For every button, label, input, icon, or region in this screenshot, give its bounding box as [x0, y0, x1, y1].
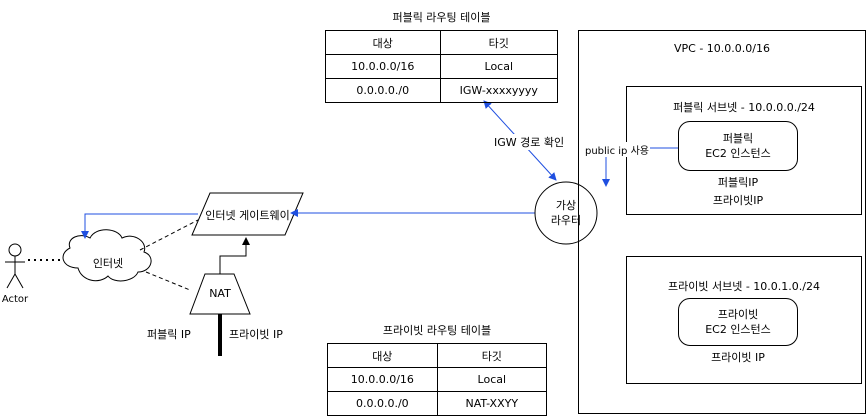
table-cell: 0.0.0.0./0 [327, 391, 438, 416]
vpc-container [578, 30, 866, 414]
internet-cloud [62, 229, 152, 282]
instance-label-line2: EC2 인스턴스 [705, 147, 771, 160]
table-header-cell: 대상 [325, 30, 441, 55]
private-route-table-title: 프라이빗 라우팅 테이블 [382, 324, 492, 337]
nat-public-ip-label: 퍼블릭 IP [147, 328, 191, 341]
router-label-line2: 라우터 [550, 214, 582, 227]
table-cell: 10.0.0.0/16 [327, 367, 438, 392]
router-label: 가상 라우터 [536, 198, 596, 228]
virtual-router [534, 181, 598, 245]
internet-nat-link [145, 271, 191, 291]
public-route-table: 대상 타깃 10.0.0.0/16 Local 0.0.0.0./0 IGW-x… [325, 30, 559, 103]
table-cell: 0.0.0.0./0 [325, 78, 441, 103]
table-cell: 10.0.0.0/16 [325, 54, 441, 79]
internet-igw-link [139, 219, 199, 251]
table-cell: NAT-XXYY [436, 391, 548, 416]
table-row: 0.0.0.0./0 NAT-XXYY [327, 391, 548, 416]
nat-label: NAT [209, 287, 231, 300]
igw-to-internet-arrow [81, 213, 198, 239]
table-cell: Local [436, 367, 548, 392]
table-row: 대상 타깃 [325, 30, 559, 55]
router-label-line1: 가상 [555, 199, 577, 212]
igw-shape [191, 192, 304, 236]
private-ec2-instance[interactable]: 프라이빗 EC2 인스턴스 [678, 298, 798, 346]
nat-shape [189, 273, 251, 315]
actor-figure [5, 243, 25, 289]
instance-label-line1: 퍼블릭 [722, 132, 754, 145]
private-subnet-label: 프라이빗 서브넷 - 10.0.1.0./24 [668, 280, 820, 293]
table-header-cell: 타깃 [436, 343, 548, 368]
table-row: 10.0.0.0/16 Local [325, 54, 559, 79]
table-cell: IGW-xxxxyyyy [439, 78, 559, 103]
igw-route-check-label: IGW 경로 확인 [493, 134, 566, 150]
public-instance-private-ip: 프라이빗IP [712, 194, 764, 207]
vpc-label: VPC - 10.0.0.0/16 [674, 42, 770, 55]
public-route-table-title: 퍼블릭 라우팅 테이블 [392, 11, 491, 24]
igw-label: 인터넷 게이트웨이 [205, 209, 290, 222]
private-subnet [626, 256, 862, 384]
nat-private-ip-label: 프라이빗 IP [229, 328, 283, 341]
nat-to-igw-arrow [219, 237, 250, 274]
table-header-cell: 대상 [327, 343, 438, 368]
instance-label-line2: EC2 인스턴스 [705, 323, 771, 336]
table-row: 대상 타깃 [327, 343, 548, 368]
public-ip-use-label: public ip 사용 [584, 142, 650, 157]
public-ec2-instance[interactable]: 퍼블릭 EC2 인스턴스 [678, 121, 798, 171]
table-header-cell: 타깃 [439, 30, 559, 55]
private-route-table: 대상 타깃 10.0.0.0/16 Local 0.0.0.0./0 NAT-X… [327, 343, 548, 416]
private-instance-private-ip: 프라이빗 IP [711, 351, 765, 364]
table-cell: Local [439, 54, 559, 79]
public-subnet-label: 퍼블릭 서브넷 - 10.0.0.0./24 [673, 101, 815, 114]
actor-label: Actor [1, 294, 29, 305]
table-row: 0.0.0.0./0 IGW-xxxxyyyy [325, 78, 559, 103]
table-row: 10.0.0.0/16 Local [327, 367, 548, 392]
public-instance-public-ip: 퍼블릭IP [717, 176, 759, 189]
instance-label-line1: 프라이빗 [717, 308, 759, 321]
internet-label: 인터넷 [92, 257, 124, 270]
